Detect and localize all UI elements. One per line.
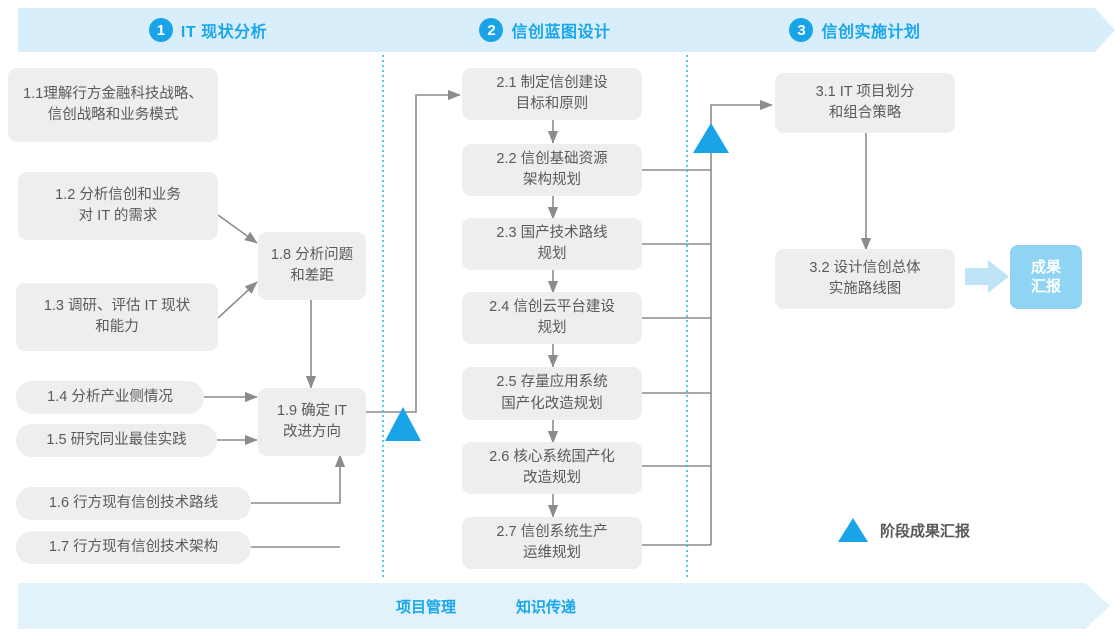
milestone-triangle-icon: [838, 518, 868, 542]
node-1-5[interactable]: 1.5 研究同业最佳实践: [16, 424, 217, 457]
phase-1-label: IT 现状分析: [180, 24, 268, 41]
result-arrow: [965, 260, 1009, 293]
node-1-3[interactable]: 1.3 调研、评估 IT 现状 和能力: [16, 283, 218, 351]
node-2-2[interactable]: 2.2 信创基础资源 架构规划: [462, 144, 642, 196]
node-2-7[interactable]: 2.7 信创系统生产 运维规划: [462, 517, 642, 569]
node-2-6[interactable]: 2.6 核心系统国产化 改造规划: [462, 442, 642, 494]
node-1-7[interactable]: 1.7 行方现有信创技术架构: [16, 531, 251, 564]
node-1-9[interactable]: 1.9 确定 IT 改进方向: [258, 388, 366, 456]
legend-label: 阶段成果汇报: [880, 522, 971, 540]
node-2-1[interactable]: 2.1 制定信创建设 目标和原则: [462, 68, 642, 120]
bottom-banner: [0, 583, 1115, 629]
node-2-5[interactable]: 2.5 存量应用系统 国产化改造规划: [462, 367, 642, 420]
phase-banner: 1 IT 现状分析 2 信创蓝图设计 3 信创实施计划: [0, 8, 1115, 52]
bottom-label-project-management[interactable]: 项目管理: [396, 598, 457, 616]
node-3-1[interactable]: 3.1 IT 项目划分 和组合策略: [775, 73, 955, 133]
bottom-label-group: 项目管理 知识传递: [396, 583, 576, 629]
phase-3[interactable]: 3 信创实施计划: [690, 8, 1020, 52]
node-1-2[interactable]: 1.2 分析信创和业务 对 IT 的需求: [18, 172, 218, 240]
bottom-label-knowledge-transfer[interactable]: 知识传递: [516, 598, 577, 616]
phase-2-label: 信创蓝图设计: [511, 24, 611, 41]
milestone-triangle-2: [693, 123, 729, 153]
phase-3-number: 3: [789, 18, 814, 42]
phase-1[interactable]: 1 IT 现状分析: [18, 8, 398, 52]
node-2-4[interactable]: 2.4 信创云平台建设 规划: [462, 292, 642, 344]
node-1-8[interactable]: 1.8 分析问题 和差距: [258, 232, 366, 300]
milestone-triangle-1: [385, 407, 421, 441]
phase-1-number: 1: [148, 18, 173, 42]
phase-2-number: 2: [479, 18, 504, 42]
node-1-4[interactable]: 1.4 分析产业侧情况: [16, 381, 204, 414]
result-report-box[interactable]: 成果 汇报: [1010, 245, 1082, 309]
legend: 阶段成果汇报: [838, 518, 970, 542]
bottom-banner-shape: [18, 583, 1110, 629]
phase-2[interactable]: 2 信创蓝图设计: [400, 8, 690, 52]
node-2-3[interactable]: 2.3 国产技术路线 规划: [462, 218, 642, 270]
phase-3-label: 信创实施计划: [821, 24, 921, 41]
node-1-6[interactable]: 1.6 行方现有信创技术路线: [16, 487, 251, 520]
node-3-2[interactable]: 3.2 设计信创总体 实施路线图: [775, 249, 955, 309]
node-1-1[interactable]: 1.1理解行方金融科技战略、 信创战略和业务模式: [8, 68, 218, 142]
